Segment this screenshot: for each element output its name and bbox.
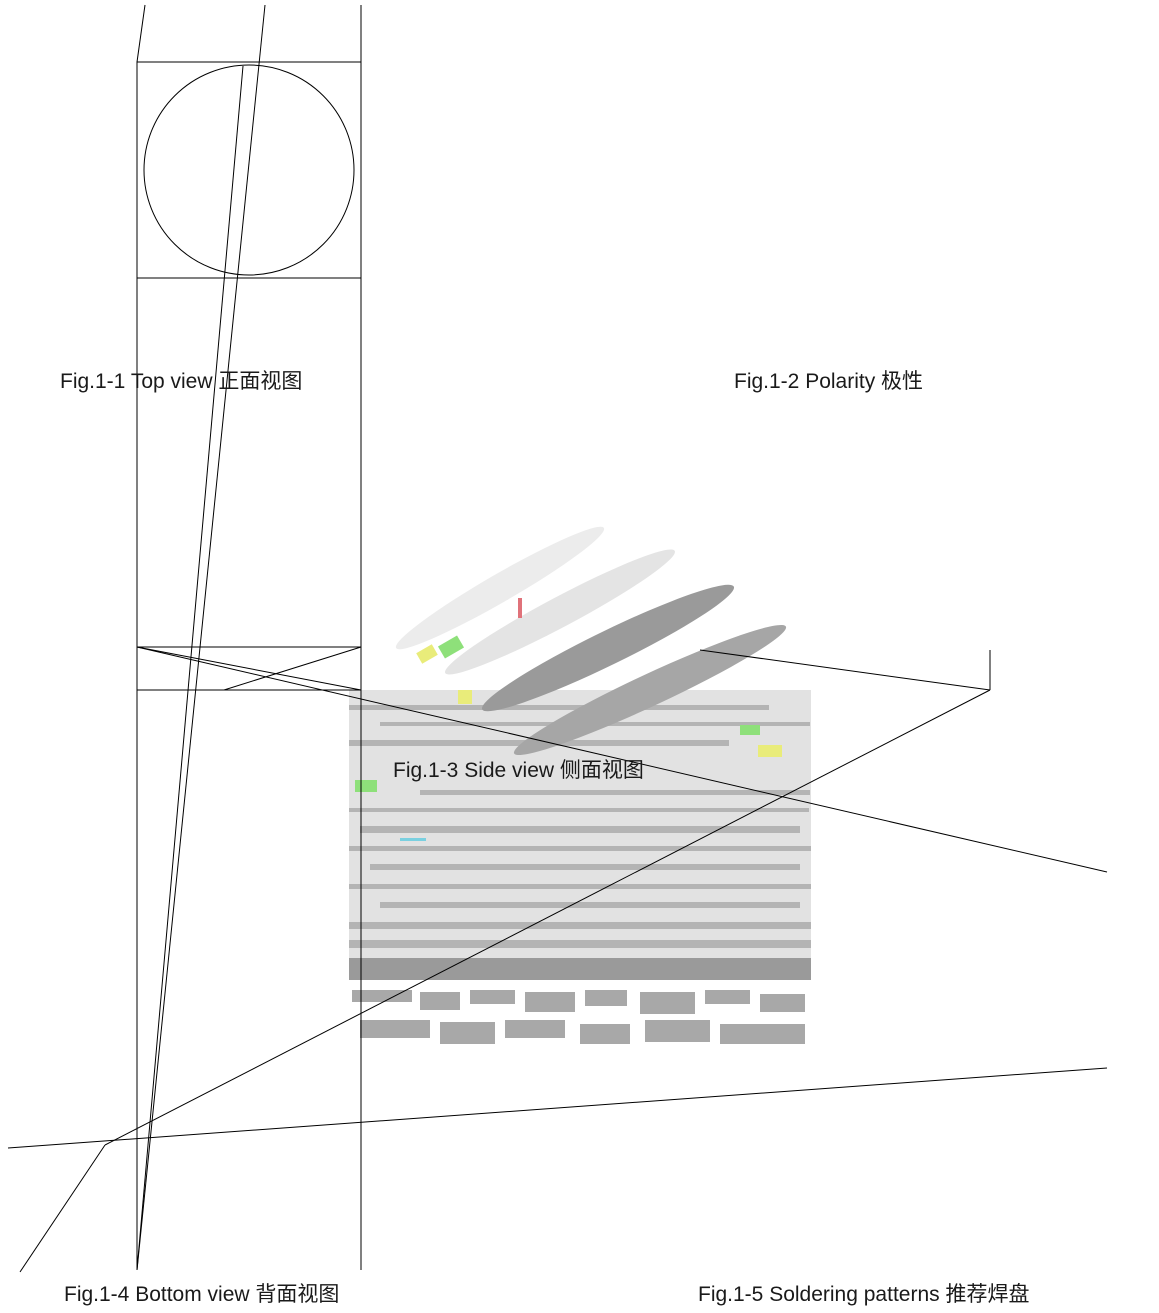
converging-line bbox=[136, 65, 244, 1271]
photo-glyph bbox=[585, 990, 627, 1006]
caption-side-view: Fig.1-3 Side view 侧面视图 bbox=[393, 759, 644, 782]
photo-glyph-blocks bbox=[352, 990, 805, 1044]
leader-line bbox=[699, 649, 991, 691]
photo-glyph bbox=[505, 1020, 565, 1038]
photo-glyph bbox=[470, 990, 515, 1004]
component-band-yellow bbox=[458, 690, 472, 704]
photo-streak bbox=[360, 826, 800, 833]
component-band-yellow bbox=[758, 745, 782, 757]
photo-streak bbox=[349, 705, 769, 710]
product-photo-icon bbox=[349, 526, 811, 1044]
photo-streak bbox=[349, 940, 811, 948]
photo-band bbox=[349, 958, 811, 980]
photo-glyph bbox=[525, 992, 575, 1012]
component-band-red bbox=[518, 598, 522, 618]
caption-top-view: Fig.1-1 Top view 正面视图 bbox=[60, 370, 303, 393]
photo-glyph bbox=[705, 990, 750, 1004]
photo-glyph bbox=[640, 992, 695, 1014]
side-view-diag bbox=[136, 646, 362, 691]
photo-glyph bbox=[580, 1024, 630, 1044]
photo-streak bbox=[370, 864, 800, 870]
component-band-green bbox=[437, 635, 465, 659]
photo-streak bbox=[420, 790, 810, 795]
diagonal-line bbox=[7, 1067, 1108, 1149]
diagonal-line bbox=[19, 1144, 106, 1273]
photo-glyph bbox=[645, 1020, 710, 1042]
photo-glyph bbox=[440, 1022, 495, 1044]
top-view-circle bbox=[143, 64, 355, 276]
photo-streak bbox=[349, 884, 811, 889]
component-shape bbox=[513, 624, 787, 756]
outline-drawing bbox=[7, 4, 1108, 1273]
side-view-box bbox=[136, 646, 362, 691]
component-shape bbox=[445, 549, 675, 675]
component-band-cyan bbox=[400, 838, 426, 841]
diagonal-line bbox=[136, 646, 1108, 873]
component-band-green bbox=[740, 725, 760, 735]
photo-glyph bbox=[352, 990, 412, 1002]
photo-streak bbox=[380, 902, 800, 908]
caption-polarity: Fig.1-2 Polarity 极性 bbox=[734, 370, 924, 393]
photo-glyph bbox=[720, 1024, 805, 1044]
left-top-stem bbox=[136, 4, 146, 63]
component-shape bbox=[481, 584, 735, 712]
diagonal-line bbox=[104, 689, 991, 1146]
photo-streak bbox=[349, 808, 809, 812]
side-view-diag bbox=[223, 646, 362, 691]
photo-streak bbox=[349, 922, 811, 929]
component-band-yellow bbox=[416, 644, 438, 664]
photo-glyph bbox=[760, 994, 805, 1012]
photo-streak bbox=[349, 846, 811, 851]
photo-glyph bbox=[420, 992, 460, 1010]
top-view-square bbox=[136, 61, 362, 279]
converging-line bbox=[136, 4, 266, 1271]
caption-bottom-view: Fig.1-4 Bottom view 背面视图 bbox=[64, 1283, 340, 1306]
component-shape bbox=[395, 526, 605, 650]
component-band-green bbox=[355, 780, 377, 792]
photo-glyph bbox=[360, 1020, 430, 1038]
caption-soldering-patterns: Fig.1-5 Soldering patterns 推荐焊盘 bbox=[698, 1283, 1030, 1306]
component-shapes bbox=[355, 526, 787, 841]
